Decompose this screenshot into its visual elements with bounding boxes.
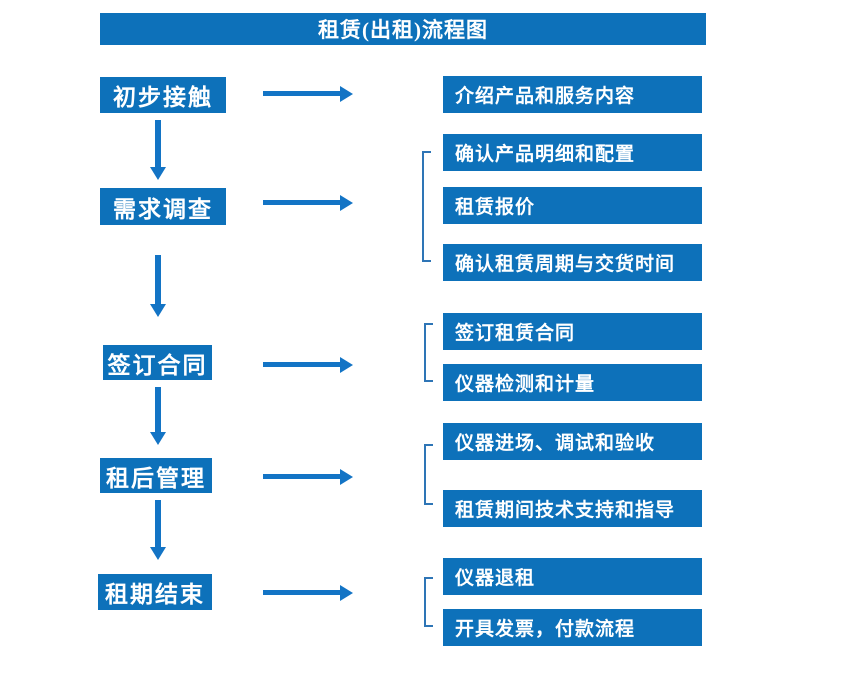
flowchart-title: 租赁(出租)流程图: [100, 13, 706, 45]
group-bracket: [424, 577, 433, 627]
detail-box-introduce-products: 介绍产品和服务内容: [443, 76, 702, 113]
step-box-rental-end: 租期结束: [98, 574, 212, 610]
detail-box-instrument-return: 仪器退租: [443, 558, 702, 595]
arrow-down-icon: [155, 120, 161, 167]
step-box-post-rental-management: 租后管理: [100, 458, 212, 493]
step-box-demand-survey: 需求调查: [100, 188, 226, 225]
group-bracket: [422, 151, 431, 262]
arrow-right-icon: [263, 474, 340, 479]
arrow-right-icon: [263, 91, 340, 96]
detail-box-instrument-entry: 仪器进场、调试和验收: [443, 423, 702, 460]
step-box-initial-contact: 初步接触: [100, 77, 226, 113]
detail-box-instrument-testing: 仪器检测和计量: [443, 364, 702, 401]
arrow-right-icon: [263, 200, 340, 205]
group-bracket: [424, 323, 433, 382]
arrow-right-icon: [263, 362, 340, 367]
arrow-down-icon: [155, 500, 161, 547]
arrow-right-icon: [263, 590, 340, 595]
arrow-down-icon: [155, 255, 161, 304]
detail-box-confirm-product-details: 确认产品明细和配置: [443, 134, 702, 171]
arrow-down-icon: [155, 387, 161, 432]
group-bracket: [424, 444, 433, 505]
detail-box-rental-quotation: 租赁报价: [443, 187, 702, 224]
detail-box-sign-rental-contract: 签订租赁合同: [443, 313, 702, 350]
detail-box-confirm-rental-period: 确认租赁周期与交货时间: [443, 244, 702, 281]
detail-box-invoice-payment: 开具发票，付款流程: [443, 609, 702, 646]
step-box-sign-contract: 签订合同: [103, 345, 212, 380]
detail-box-technical-support: 租赁期间技术支持和指导: [443, 490, 702, 527]
